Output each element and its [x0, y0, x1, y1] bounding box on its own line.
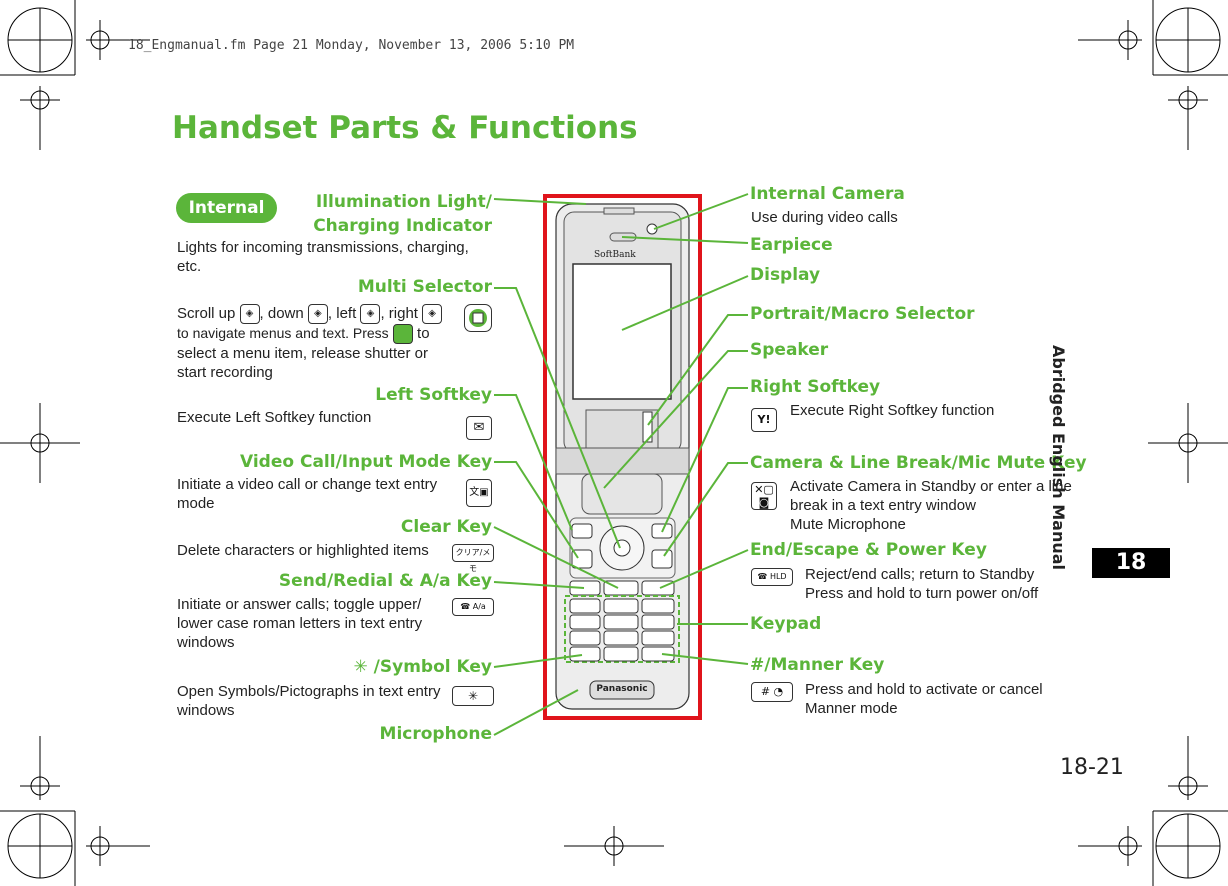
- camera-icon: ✕▢◙: [751, 482, 777, 510]
- clear-key-icon: クリア/メモ: [452, 544, 494, 573]
- input-mode-icon: 文▣: [466, 479, 492, 507]
- illumination-desc: Lights for incoming transmissions, charg…: [177, 239, 469, 275]
- page-title: Handset Parts & Functions: [172, 110, 638, 146]
- left-softkey-desc: Execute Left Softkey function: [177, 409, 372, 426]
- microphone-title: Microphone: [379, 724, 492, 744]
- internal-camera-title: Internal Camera: [750, 184, 905, 204]
- illumination-title: Illumination Light/ Charging Indicator: [313, 192, 492, 236]
- multi-selector-desc-4: , right: [380, 305, 418, 322]
- end-key-title: End/Escape & Power Key: [750, 540, 987, 560]
- hash-icon: #: [750, 655, 765, 675]
- clear-key-desc: Delete characters or highlighted items: [177, 542, 429, 559]
- earpiece-title: Earpiece: [750, 235, 833, 255]
- display-title: Display: [750, 265, 821, 285]
- send-key-icon: ☎ A/a: [452, 598, 494, 616]
- clear-key-title: Clear Key: [400, 517, 492, 537]
- nav-right-icon: ◈: [422, 304, 443, 325]
- panasonic-logo: Panasonic: [596, 684, 648, 694]
- print-header: 18_Engmanual.fm Page 21 Monday, November…: [128, 38, 575, 53]
- softbank-logo: SoftBank: [594, 250, 636, 260]
- end-key-desc-1: Reject/end calls; return to Standby: [805, 566, 1035, 583]
- multi-selector-desc-2: , down: [259, 305, 304, 322]
- camera-key-desc-2: Mute Microphone: [790, 516, 906, 533]
- manner-key-title: #/Manner Key: [750, 655, 884, 675]
- right-softkey-title: Right Softkey: [750, 377, 881, 397]
- multi-selector-desc-3: , left: [327, 305, 357, 322]
- internal-camera-desc: Use during video calls: [751, 209, 898, 226]
- end-key-desc-2: Press and hold to turn power on/off: [805, 585, 1039, 602]
- speaker-title: Speaker: [750, 340, 829, 360]
- symbol-key-icon: ✳: [452, 686, 494, 706]
- symbol-key-desc: Open Symbols/Pictographs in text entry w…: [177, 683, 441, 719]
- symbol-key-title: ✳ /Symbol Key: [300, 657, 493, 677]
- send-key-desc: Initiate or answer calls; toggle upper/ …: [177, 596, 423, 651]
- manner-key-title-text: /Manner Key: [764, 655, 885, 675]
- multi-selector-desc-6: to select a menu item, release shutter o…: [177, 325, 430, 382]
- asterisk-icon: ✳: [353, 657, 368, 677]
- send-key-title: Send/Redial & A/a Key: [278, 571, 492, 591]
- manner-key-icon: # ◔: [751, 682, 793, 702]
- end-key-icon: ☎ HLD: [751, 568, 793, 586]
- left-softkey-title: Left Softkey: [375, 385, 492, 405]
- right-softkey-desc: Execute Right Softkey function: [790, 402, 995, 419]
- portrait-selector-title: Portrait/Macro Selector: [750, 304, 975, 324]
- section-badge: Internal: [176, 193, 277, 223]
- send-key-icon-label: A/a: [472, 602, 486, 611]
- chapter-tab: 18: [1092, 548, 1170, 578]
- end-key-icon-label: HLD: [769, 572, 787, 581]
- multi-selector-desc: Scroll up ◈, down ◈, left ◈, right ◈ to …: [177, 304, 452, 382]
- multi-selector-desc-1: Scroll up: [177, 305, 236, 322]
- yahoo-icon: Y!: [751, 408, 777, 432]
- manner-key-desc: Press and hold to activate or cancel Man…: [805, 681, 1043, 717]
- video-call-desc: Initiate a video call or change text ent…: [177, 476, 438, 512]
- video-call-title: Video Call/Input Mode Key: [240, 452, 493, 472]
- camera-key-title: Camera & Line Break/Mic Mute Key: [750, 453, 1087, 473]
- multi-selector-title: Multi Selector: [357, 277, 492, 297]
- highlight-frame: [543, 194, 702, 720]
- camera-key-desc-1: Activate Camera in Standby or enter a li…: [790, 478, 1072, 514]
- mail-icon: ✉: [466, 416, 492, 440]
- multi-selector-icon: [464, 304, 492, 332]
- multi-selector-desc-5: to navigate menus and text. Press: [177, 325, 389, 342]
- side-tab-label: Abridged English Manual: [1049, 345, 1068, 570]
- keypad-title: Keypad: [750, 614, 822, 634]
- page-number: 18-21: [1060, 755, 1124, 780]
- symbol-key-title-text: /Symbol Key: [373, 657, 492, 677]
